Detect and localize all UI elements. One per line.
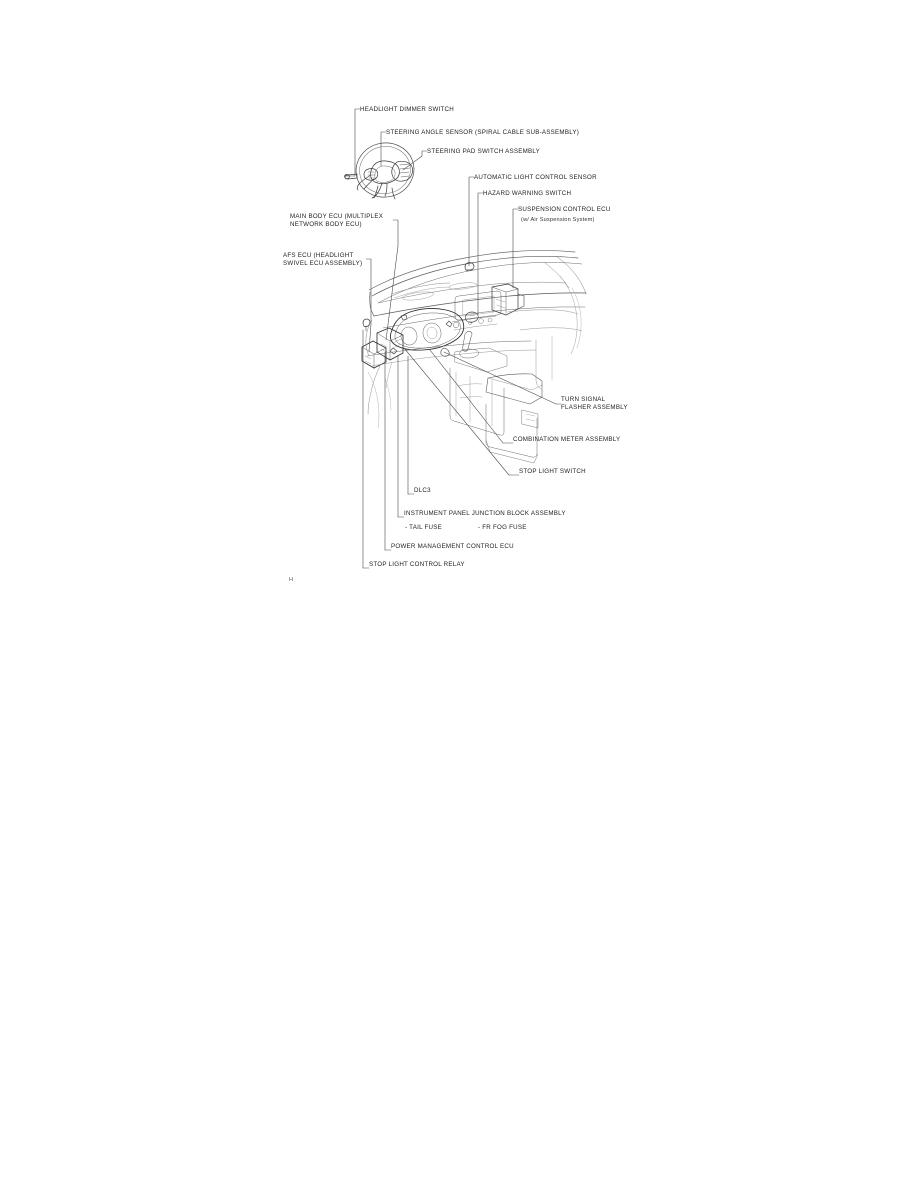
callout-power-management-control-ecu: POWER MANAGEMENT CONTROL ECU: [391, 543, 514, 550]
center-console-illustration: [449, 331, 543, 464]
callout-automatic-light-control-sensor: AUTOMATIC LIGHT CONTROL SENSOR: [474, 174, 597, 181]
callout-suspension-control-ecu: SUSPENSION CONTROL ECU: [518, 206, 611, 213]
callout-hazard-warning-switch: HAZARD WARNING SWITCH: [483, 190, 572, 197]
steering-wheel-illustration: [344, 142, 415, 200]
callout-tail-fuse: - TAIL FUSE: [405, 524, 443, 531]
stop-light-control-relay-part: [362, 318, 371, 332]
callout-fr-fog-fuse: - FR FOG FUSE: [478, 524, 527, 531]
combination-meter-part: [389, 307, 465, 357]
callout-stop-light-control-relay: STOP LIGHT CONTROL RELAY: [369, 561, 465, 568]
callout-dlc3: DLC3: [414, 487, 431, 494]
callout-steering-pad-switch-assembly: STEERING PAD SWITCH ASSEMBLY: [427, 148, 541, 155]
callout-instrument-panel-junction-block-assembly: INSTRUMENT PANEL JUNCTION BLOCK ASSEMBLY: [404, 510, 566, 517]
callout-stop-light-switch: STOP LIGHT SWITCH: [519, 468, 586, 475]
leader-lines: [343, 108, 562, 569]
callout-suspension-control-ecu-note: (w/ Air Suspension System): [521, 217, 595, 223]
main-body-ecu-part: [376, 327, 404, 361]
afs-ecu-part: [361, 340, 387, 370]
instrument-panel-illustration: [361, 250, 587, 464]
callout-steering-angle-sensor: STEERING ANGLE SENSOR (SPIRAL CABLE SUB-…: [386, 129, 580, 136]
callout-headlight-dimmer-switch: HEADLIGHT DIMMER SWITCH: [360, 106, 454, 113]
automatic-light-control-sensor-part: [464, 262, 475, 272]
page-mark: H: [289, 577, 293, 583]
callout-combination-meter-assembly: COMBINATION METER ASSEMBLY: [513, 436, 621, 443]
suspension-control-ecu-part: [491, 283, 525, 316]
